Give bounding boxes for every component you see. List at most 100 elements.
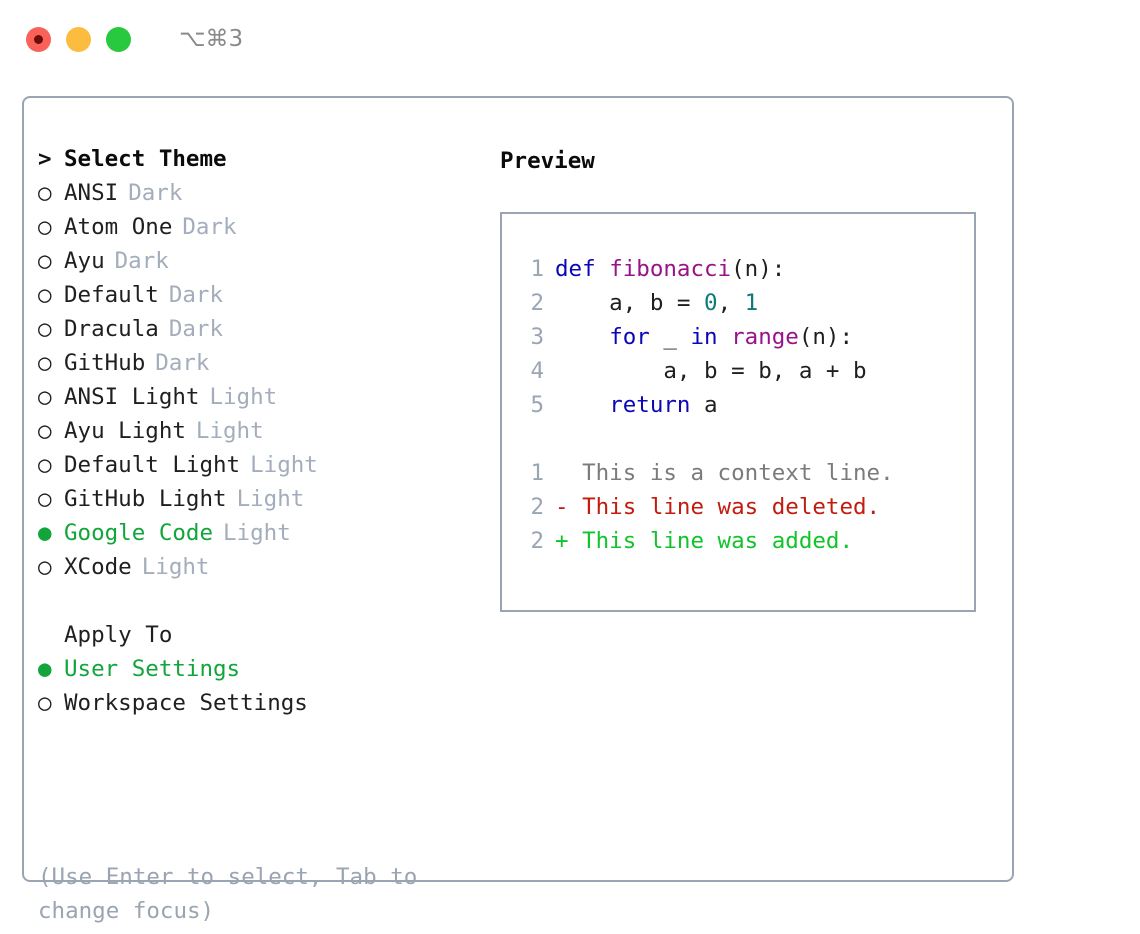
code-token-plain: ,	[717, 290, 745, 316]
code-token-kw: def	[555, 256, 610, 282]
close-button-icon[interactable]	[26, 26, 51, 52]
theme-name-label: ANSI Light	[64, 384, 200, 410]
code-line-number: 4	[530, 358, 544, 384]
radio-unselected-icon[interactable]: ○	[38, 384, 52, 410]
theme-name-label: Ayu	[64, 248, 105, 274]
code-line: 4 a, b = b, a + b	[516, 358, 974, 392]
code-line-content: return a	[555, 392, 718, 418]
code-token-plain: a	[690, 392, 718, 418]
code-line: 1 def fibonacci(n):	[516, 256, 974, 290]
radio-unselected-icon[interactable]: ○	[38, 350, 52, 376]
apply-to-option-label: User Settings	[64, 656, 241, 682]
theme-variant-badge: Dark	[182, 214, 237, 240]
radio-unselected-icon[interactable]: ○	[38, 316, 52, 342]
keyboard-hint-text: (Use Enter to select, Tab to change focu…	[38, 864, 418, 924]
theme-list-item[interactable]: ○ Ayu Light Light	[38, 418, 478, 452]
code-token-plain: a, b =	[555, 290, 705, 316]
diff-sample: 1 This is a context line.2- This line wa…	[516, 460, 974, 562]
maximize-button-icon[interactable]	[106, 26, 131, 52]
code-line-content: a, b = 0, 1	[555, 290, 758, 316]
code-token-plain	[718, 324, 732, 350]
radio-selected-icon[interactable]: ●	[38, 520, 52, 546]
minimize-button-icon[interactable]	[66, 26, 91, 52]
radio-unselected-icon[interactable]: ○	[38, 180, 52, 206]
code-line: 5 return a	[516, 392, 974, 426]
code-line-content: a, b = b, a + b	[555, 358, 866, 384]
code-line-number: 2	[530, 290, 544, 316]
theme-list-item[interactable]: ○ ANSI Light Light	[38, 384, 478, 418]
title-bar: ⌥⌘3	[0, 0, 1140, 78]
theme-variant-badge: Light	[195, 418, 264, 444]
diff-line-content: + This line was added.	[555, 528, 853, 554]
code-token-fn: range	[731, 324, 799, 350]
diff-sign: -	[555, 494, 569, 520]
code-line-content: def fibonacci(n):	[555, 256, 785, 282]
theme-name-label: GitHub	[64, 350, 146, 376]
select-theme-heading: > Select Theme	[38, 146, 478, 180]
record-indicator-icon	[34, 34, 43, 44]
code-token-kw: return	[609, 392, 691, 418]
apply-to-heading: Apply To	[38, 622, 478, 656]
theme-variant-badge: Light	[250, 452, 318, 478]
radio-unselected-icon[interactable]: ○	[38, 418, 52, 444]
radio-unselected-icon[interactable]: ○	[38, 282, 52, 308]
theme-variant-badge: Light	[209, 384, 278, 410]
theme-variant-badge: Light	[141, 554, 210, 580]
diff-text: This is a context line.	[568, 460, 894, 486]
diff-line: 1 This is a context line.	[516, 460, 974, 494]
code-token-num: 0	[704, 290, 718, 316]
radio-unselected-icon[interactable]: ○	[38, 248, 52, 274]
code-token-plain: _	[649, 324, 691, 350]
theme-list-item[interactable]: ○ Ayu Dark	[38, 248, 478, 282]
apply-to-list: ● User Settings ○Workspace Settings	[38, 656, 478, 724]
radio-unselected-icon[interactable]: ○	[38, 690, 52, 716]
radio-unselected-icon[interactable]: ○	[38, 486, 52, 512]
code-line-content: for _ in range(n):	[555, 324, 853, 350]
theme-variant-badge: Light	[236, 486, 305, 512]
theme-name-label: ANSI	[64, 180, 119, 206]
diff-line-content: - This line was deleted.	[555, 494, 880, 520]
code-token-num: 1	[744, 290, 759, 316]
radio-unselected-icon[interactable]: ○	[38, 452, 52, 478]
apply-to-label: Apply To	[64, 622, 173, 648]
code-line-number: 5	[530, 392, 544, 418]
theme-variant-badge: Dark	[155, 350, 210, 376]
theme-variant-badge: Dark	[114, 248, 169, 274]
code-token-punc: (n):	[731, 256, 786, 282]
code-line-number: 1	[530, 256, 544, 282]
diff-text: This line was added.	[568, 528, 854, 554]
theme-list-item[interactable]: ○ GitHub Light Light	[38, 486, 478, 520]
diff-sign: +	[555, 528, 569, 554]
code-line-number: 3	[530, 324, 544, 350]
diff-line-number: 1	[530, 460, 544, 486]
code-token-punc: (n):	[798, 324, 854, 350]
radio-selected-icon[interactable]: ●	[38, 656, 52, 682]
code-token-kw: for	[609, 324, 650, 350]
diff-text: This line was deleted.	[568, 494, 881, 520]
theme-name-label: Ayu Light	[64, 418, 186, 444]
diff-line-content: This is a context line.	[555, 460, 894, 486]
keyboard-shortcut-label: ⌥⌘3	[179, 26, 244, 52]
apply-to-option[interactable]: ○Workspace Settings	[38, 690, 478, 724]
preview-box: 1 def fibonacci(n): 2 a, b = 0, 1 3 for _ i…	[500, 212, 976, 612]
code-token-kw: in	[690, 324, 718, 350]
apply-to-option[interactable]: ● User Settings	[38, 656, 478, 690]
radio-unselected-icon[interactable]: ○	[38, 214, 52, 240]
radio-unselected-icon[interactable]: ○	[38, 554, 52, 580]
theme-name-label: GitHub Light	[64, 486, 227, 512]
theme-variant-badge: Dark	[168, 316, 224, 342]
theme-variant-badge: Dark	[168, 282, 224, 308]
theme-list-item[interactable]: ○ GitHub Dark	[38, 350, 478, 384]
